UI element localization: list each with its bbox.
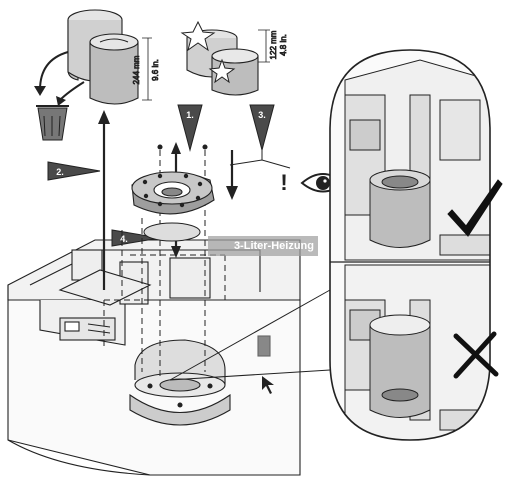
step-marker-2: 2. [47,161,101,181]
insulation-long [67,9,139,105]
detail-incorrect [344,264,490,440]
step-label-1: 1. [186,110,194,120]
dimension-long-in: 9.6 in. [151,59,160,81]
detail-magnifier [329,49,491,441]
step-label-3: 3. [258,110,266,120]
gasket-ring [143,222,201,242]
x-mark-icon [453,331,499,379]
insulation-long-half [89,42,139,105]
attention-pointer [229,150,291,169]
dimension-short-in: 4.8 in. [279,34,288,56]
boiler-unit [7,239,301,476]
step-label-2: 2. [56,167,64,177]
step-label-4: 4. [120,234,128,244]
arrow-pointer-icon [262,376,274,394]
dimension-short-mm: 122 mm [269,30,278,59]
step-marker-4: 4. [111,229,161,247]
detail-correct [344,59,490,261]
tank-neck [134,339,226,385]
insulation-installed-correct [369,180,431,248]
check-mark-icon [447,179,503,237]
dimension-short: 122 mm 4.8 in. [258,29,288,63]
tank-flange [129,393,231,426]
display-window [64,321,80,332]
dashed-guides [103,150,226,380]
flange-cover [131,144,215,215]
zoom-callout-lines [169,289,331,381]
exclamation-icon: ! [280,170,287,195]
step-marker-1: 1. [177,104,203,152]
dimension-long: 244 mm 9.6 in. [132,37,160,101]
dimension-long-mm: 244 mm [132,55,141,84]
waste-bin-icon [36,105,69,141]
step-marker-3: 3. [249,104,275,152]
insulation-installed-incorrect [369,325,431,418]
sparkle-icon [180,20,236,84]
casing-label [257,335,271,357]
watermark-label: 3-Liter-Heizung [208,236,318,256]
